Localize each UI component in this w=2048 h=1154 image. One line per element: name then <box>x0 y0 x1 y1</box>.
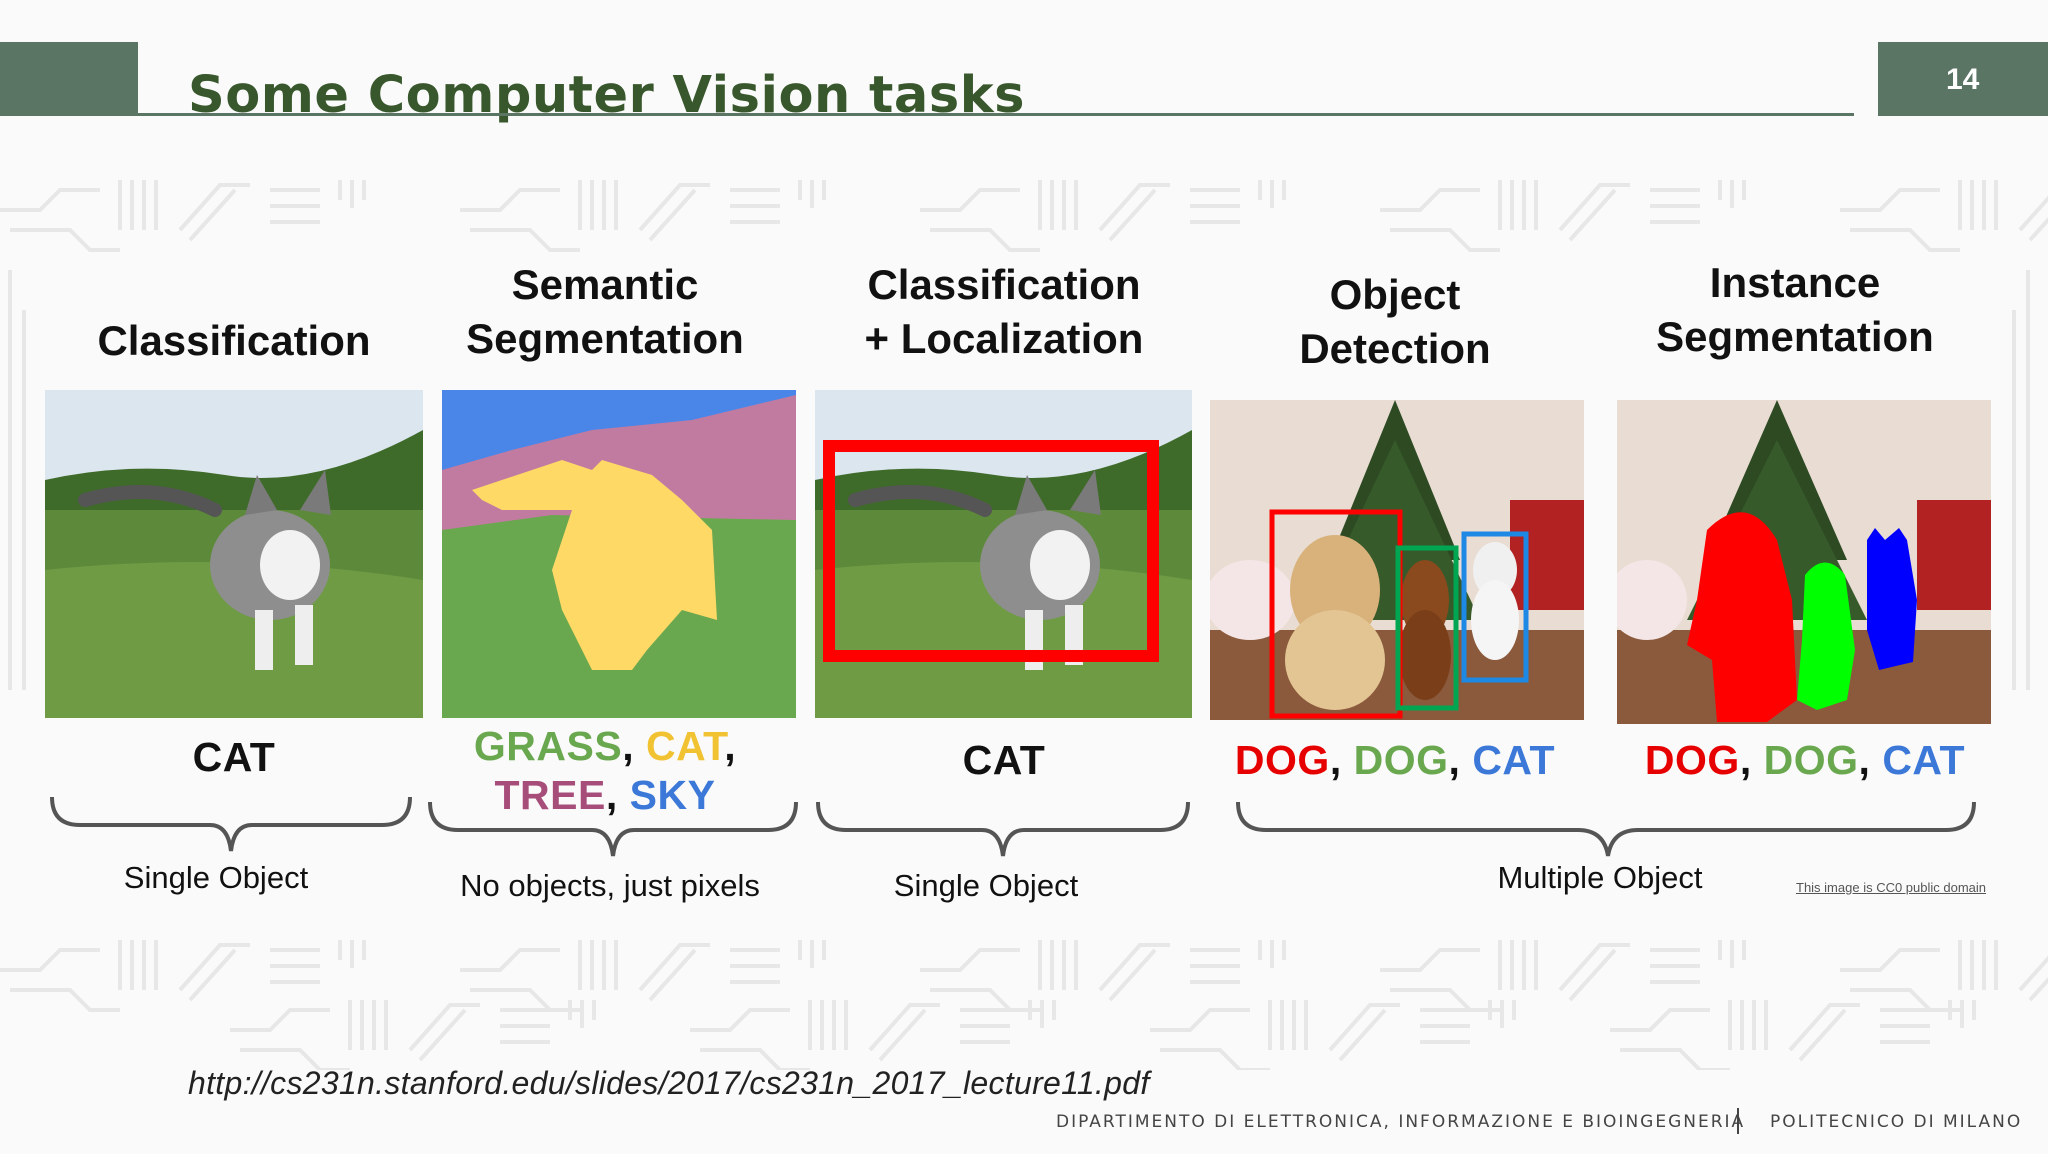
label-word-cat: CAT <box>1472 737 1555 783</box>
group-label-single-object-2: Single Object <box>836 866 1136 906</box>
label-word: CAT <box>963 737 1046 783</box>
brace-single-object-1 <box>50 795 412 855</box>
pets-photo-instance-segmentation <box>1617 400 1991 724</box>
label-word-dog-2: DOG <box>1354 737 1449 783</box>
task-title-line: Segmentation <box>420 312 790 366</box>
task-title-line: Instance <box>1610 256 1980 310</box>
task-title-line: Object <box>1210 268 1580 322</box>
slide-title: Some Computer Vision tasks <box>188 66 1025 126</box>
label-word-cat: CAT <box>646 723 724 769</box>
header-accent-bar <box>0 42 138 116</box>
label-word-grass: GRASS <box>474 723 622 769</box>
task-title-classification-localization: Classification + Localization <box>814 258 1194 366</box>
image-credit-link[interactable]: This image is CC0 public domain <box>1796 880 1986 895</box>
label-word: CAT <box>193 734 276 780</box>
task-title-line: Semantic <box>420 258 790 312</box>
label-instance-segmentation: DOG, DOG, CAT <box>1610 736 2000 784</box>
label-word-cat: CAT <box>1882 737 1965 783</box>
task-title-classification: Classification <box>44 314 424 368</box>
label-word-dog-2: DOG <box>1764 737 1859 783</box>
task-title-instance-segmentation: Instance Segmentation <box>1610 256 1980 364</box>
source-url: http://cs231n.stanford.edu/slides/2017/c… <box>188 1065 1150 1102</box>
task-title-semantic-segmentation: Semantic Segmentation <box>420 258 790 366</box>
brace-no-objects <box>428 800 798 860</box>
kitten-photo-classification <box>45 390 423 718</box>
task-title-line: Classification <box>44 314 424 368</box>
brace-single-object-2 <box>816 800 1190 860</box>
footer-department: DIPARTIMENTO DI ELETTRONICA, INFORMAZION… <box>1056 1112 1745 1132</box>
page-number: 14 <box>1878 60 2048 100</box>
label-classification: CAT <box>44 733 424 781</box>
brace-multiple-object <box>1236 800 1976 860</box>
pets-photo-detection <box>1210 400 1584 720</box>
group-label-single-object-1: Single Object <box>66 858 366 898</box>
task-title-line: Detection <box>1210 322 1580 376</box>
task-title-line: Segmentation <box>1610 310 1980 364</box>
task-title-line: + Localization <box>814 312 1194 366</box>
footer-separator <box>1737 1108 1739 1134</box>
group-label-multiple-object: Multiple Object <box>1450 858 1750 898</box>
label-classification-localization: CAT <box>814 736 1194 784</box>
label-word-dog-1: DOG <box>1645 737 1740 783</box>
label-word-dog-1: DOG <box>1235 737 1330 783</box>
title-underline <box>138 113 1854 116</box>
task-title-line: Classification <box>814 258 1194 312</box>
semantic-segmentation-map <box>442 390 796 718</box>
label-object-detection: DOG, DOG, CAT <box>1200 736 1590 784</box>
kitten-photo-localization <box>815 390 1192 718</box>
group-label-no-objects: No objects, just pixels <box>430 866 790 906</box>
footer-university: POLITECNICO DI MILANO <box>1770 1112 2022 1132</box>
task-title-object-detection: Object Detection <box>1210 268 1580 376</box>
